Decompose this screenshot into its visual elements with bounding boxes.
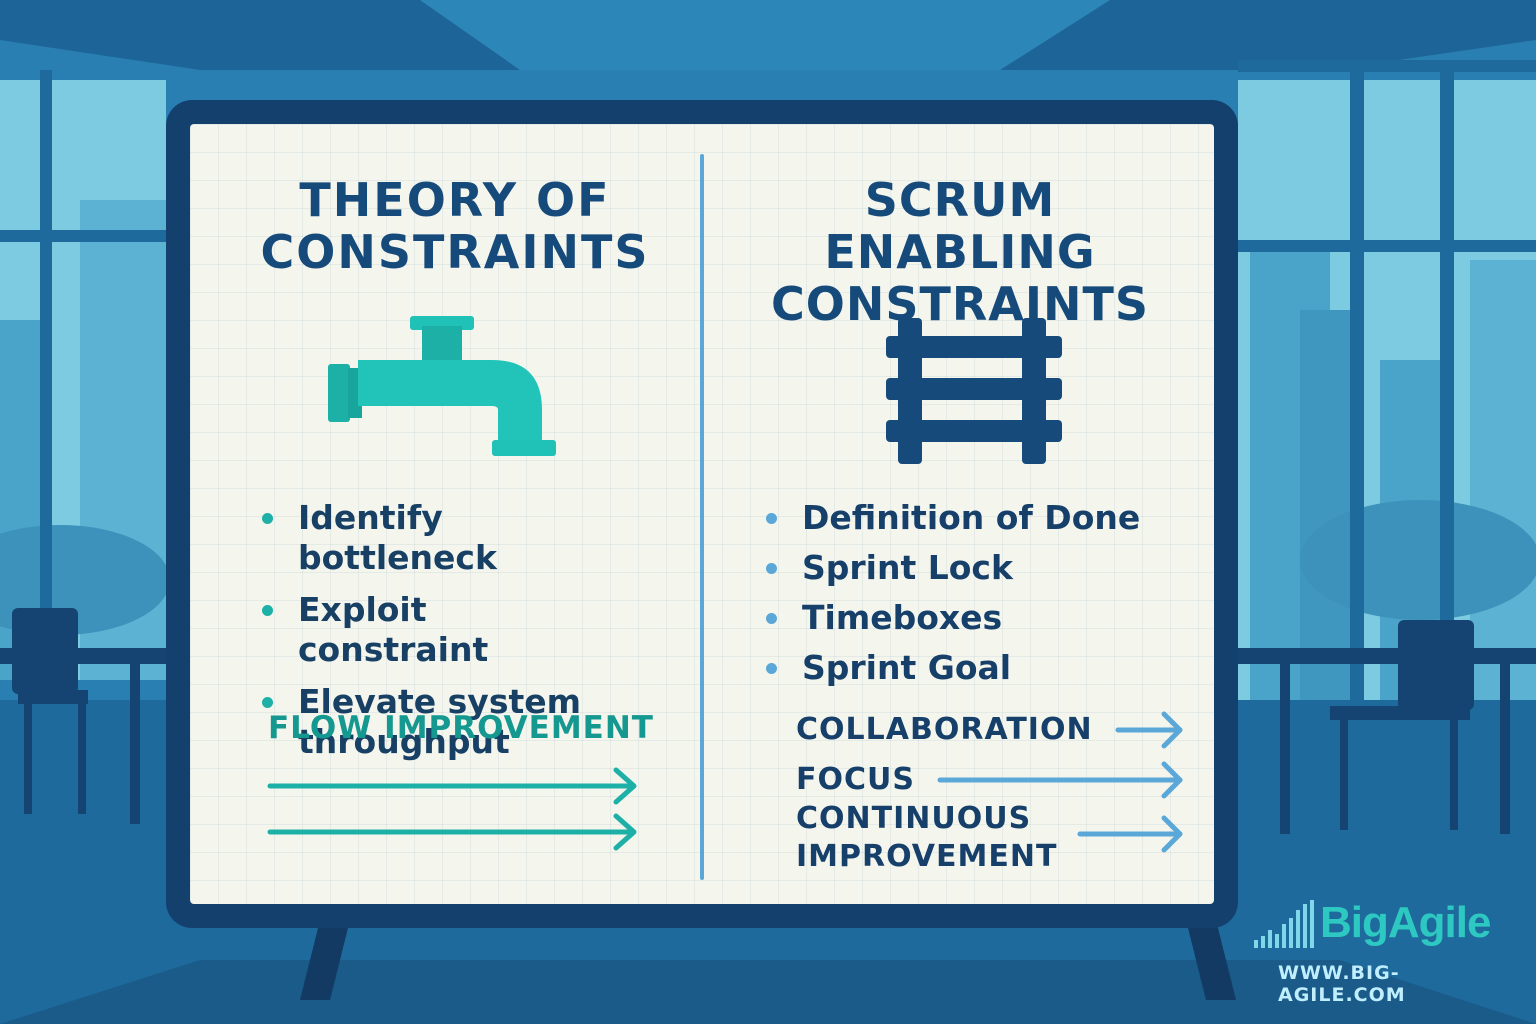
board-screen: THEORY OF CONSTRAINTS Identify bottlenec… [190,124,1214,904]
brand-name: BigAgile [1320,898,1491,947]
left-title-line1: THEORY OF [299,173,611,227]
bullet-dot [766,513,777,524]
column-divider [700,154,704,880]
keyword-collaboration: COLLABORATION [796,712,1093,747]
brand-url[interactable]: WWW.BIG-AGILE.COM [1278,962,1406,1006]
keyword-focus: FOCUS [796,762,915,797]
left-bullet-list: Identify bottleneck Exploit constraint E… [262,498,622,774]
bullet-dot [262,697,273,708]
right-panel-title: SCRUM ENABLING CONSTRAINTS [730,174,1190,330]
right-title-line1: SCRUM ENABLING [824,173,1096,279]
list-item: Sprint Lock [766,548,1166,588]
keyword-arrows [937,711,1183,853]
right-title-line2: CONSTRAINTS [770,277,1149,331]
list-item: Timeboxes [766,598,1166,638]
bar-chart-logo-icon [1254,900,1314,948]
fence-icon [886,318,1062,464]
right-bullet-list: Definition of Done Sprint Lock Timeboxes… [766,498,1166,698]
bullet-dot [766,613,777,624]
bullet-dot [766,563,777,574]
list-item: Definition of Done [766,498,1166,538]
flow-improvement-label: FLOW IMPROVEMENT [268,710,654,746]
list-item: Elevate system throughput [262,682,622,762]
bullet-dot [262,513,273,524]
bullet-dot [262,605,273,616]
left-panel-title: THEORY OF CONSTRAINTS [230,174,680,278]
brand-logo: BigAgile WWW.BIG-AGILE.COM [1254,890,1514,1006]
flow-arrows [267,767,637,851]
list-item: Sprint Goal [766,648,1166,688]
left-title-line2: CONSTRAINTS [260,225,650,279]
list-item: Exploit constraint [262,590,622,670]
bullet-dot [766,663,777,674]
keyword-continuous-improvement: CONTINUOUS IMPROVEMENT [796,801,1058,874]
faucet-icon [328,316,556,456]
list-item: Identify bottleneck [262,498,622,578]
